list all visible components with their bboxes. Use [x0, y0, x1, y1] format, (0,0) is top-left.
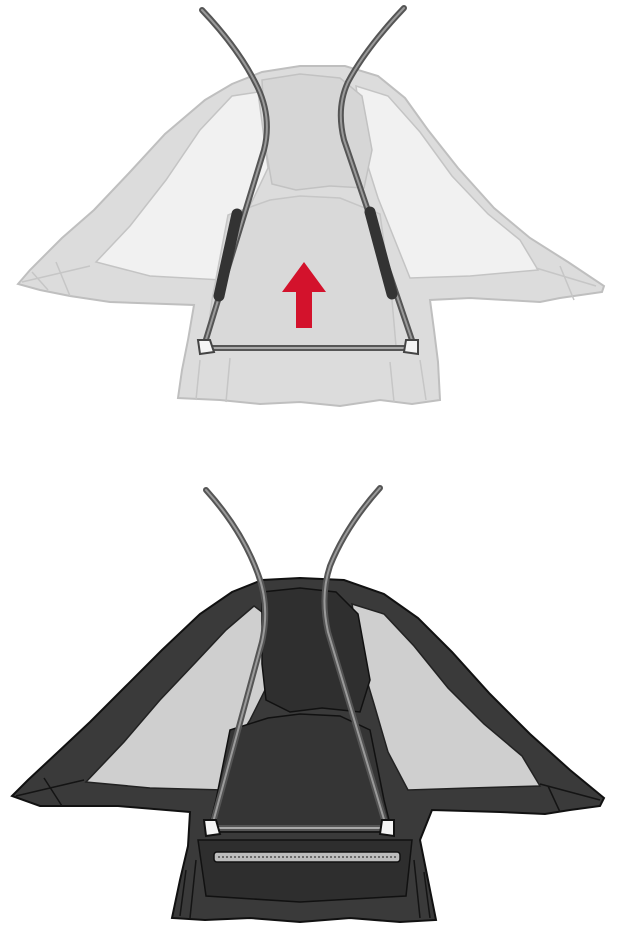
joint2-right — [380, 820, 394, 836]
dark-cover — [12, 578, 604, 922]
joint-right — [404, 340, 418, 354]
dark-pocket — [198, 840, 412, 902]
ghost-cover — [18, 66, 604, 406]
step-2-frame-attached — [12, 488, 604, 922]
joint2-left — [204, 820, 220, 836]
step-1-frame-insertion — [18, 8, 604, 406]
joint-left — [198, 340, 214, 354]
